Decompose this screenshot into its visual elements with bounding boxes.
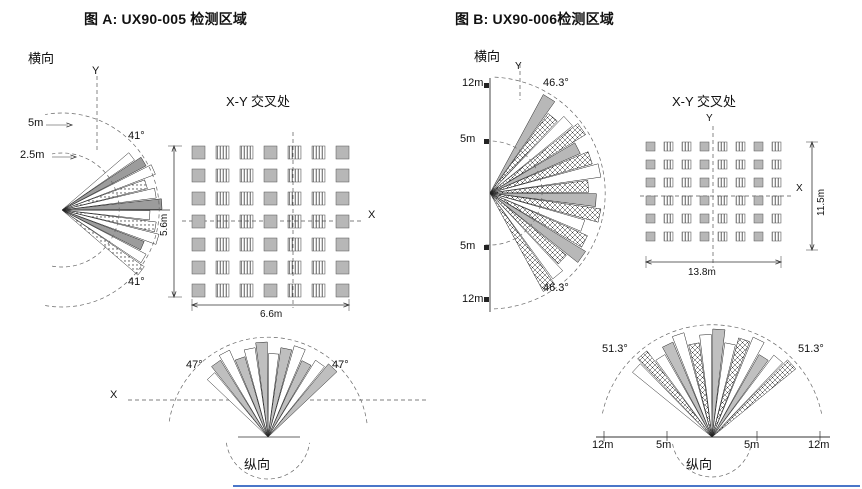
figure-a-horizontal-label: 横向 xyxy=(28,51,55,66)
fan-b-horizontal xyxy=(484,64,606,312)
figure-a-range-2-5m: 2.5m xyxy=(20,149,45,161)
figure-a-grid-x-axis: X xyxy=(368,209,376,221)
figure-b-scale-12m-right: 12m xyxy=(808,439,830,451)
figure-b-bottom-angle-right: 51.3° xyxy=(798,343,824,355)
bottom-border-rule xyxy=(233,485,860,487)
fan-a-vertical xyxy=(128,336,428,480)
figure-b-range-5m-bottom: 5m xyxy=(460,240,476,252)
figure-b-grid-height: 11.5m xyxy=(816,188,827,216)
figure-a-grid-height: 5.6m xyxy=(159,213,170,236)
figure-b-grid-width: 13.8m xyxy=(688,267,716,278)
fan-b-vertical xyxy=(596,324,830,478)
figure-a-range-5m: 5m xyxy=(28,117,44,129)
figure-b-y-axis-label: Y xyxy=(515,61,522,72)
figure-b-horizontal-label: 横向 xyxy=(474,49,501,64)
fan-a-horizontal xyxy=(45,76,170,308)
figure-a-xy-title: X-Y 交叉处 xyxy=(226,94,291,109)
figure-a-angle-bottom: 41° xyxy=(128,276,145,288)
figure-b-range-12m-top: 12m xyxy=(462,77,484,89)
figure-b-range-5m-top: 5m xyxy=(460,133,476,145)
figure-a-vertical-label: 纵向 xyxy=(244,457,271,472)
grid-b xyxy=(640,126,792,268)
figure-a-y-axis-label: Y xyxy=(92,65,100,77)
dims-a xyxy=(168,144,351,311)
figure-b-scale-5m-right: 5m xyxy=(744,439,760,451)
figure-a-bottom-x-axis: X xyxy=(110,389,118,401)
figure-b-bottom-angle-left: 51.3° xyxy=(602,343,628,355)
figure-b-xy-title: X-Y 交叉处 xyxy=(672,94,737,109)
grid-a xyxy=(182,132,364,308)
figure-b-scale-5m-left: 5m xyxy=(656,439,672,451)
figure-b-vertical-label: 纵向 xyxy=(686,457,713,472)
figure-b-angle-bottom: 46.3° xyxy=(543,282,569,294)
figure-b-angle-top: 46.3° xyxy=(543,77,569,89)
figure-b-range-12m-bottom: 12m xyxy=(462,293,484,305)
figure-b-scale-12m-left: 12m xyxy=(592,439,614,451)
figure-a-grid-width: 6.6m xyxy=(260,309,283,320)
figure-b-grid-y-axis: Y xyxy=(706,113,713,124)
figure-b-title: 图 B: UX90-006检测区域 xyxy=(455,11,614,27)
figure-b-grid-x-axis: X xyxy=(796,183,803,194)
figure-a-angle-top: 41° xyxy=(128,130,145,142)
dims-b xyxy=(644,140,818,268)
figure-a-bottom-angle-right: 47° xyxy=(332,359,349,371)
figure-a-title: 图 A: UX90-005 检测区域 xyxy=(84,11,248,27)
figure-a-bottom-angle-left: 47° xyxy=(186,359,203,371)
